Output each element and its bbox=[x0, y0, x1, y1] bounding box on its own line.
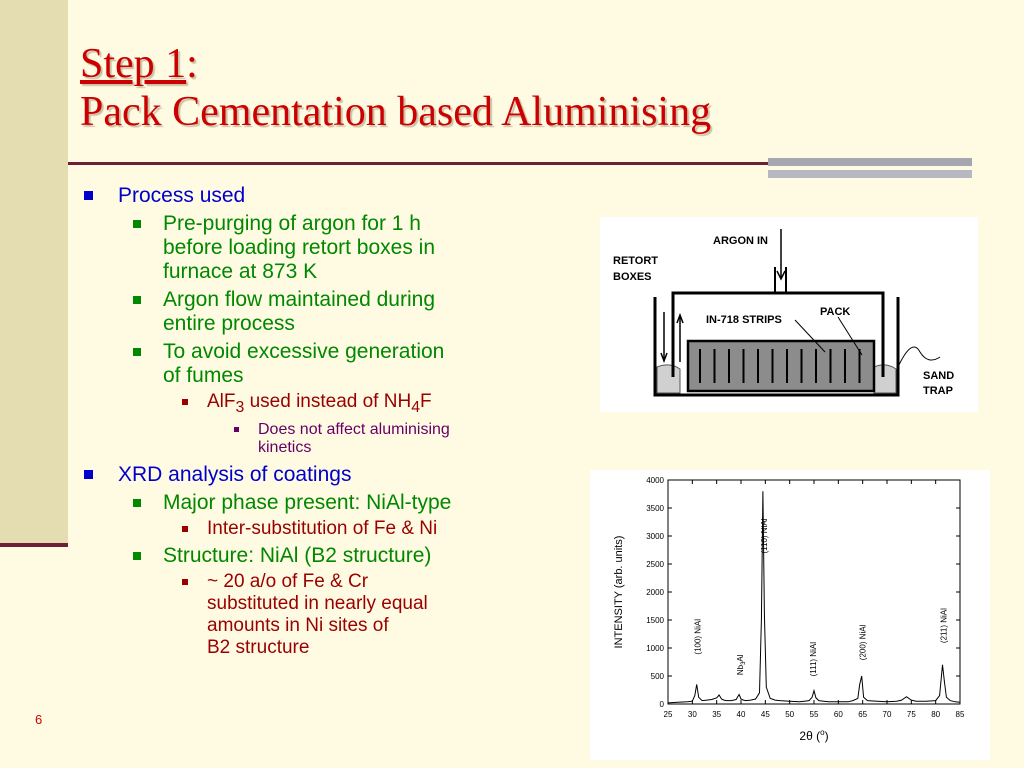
x-tick-label: 25 bbox=[664, 710, 673, 719]
square-bullet-icon bbox=[182, 578, 188, 585]
x-tick-label: 35 bbox=[712, 710, 721, 719]
x-tick-label: 45 bbox=[761, 710, 770, 719]
xrd-chart: INTENSITY (arb. units) 2θ (o) 0 500 1000 15… bbox=[590, 470, 990, 760]
x-tick-label: 75 bbox=[907, 710, 916, 719]
x-tick-label: 85 bbox=[956, 710, 965, 719]
bullet-fe-cr: ~ 20 a/o of Fe & Cr substituted in nearl… bbox=[80, 571, 525, 659]
sidebar-rule bbox=[0, 543, 68, 547]
x-tick-label: 40 bbox=[737, 710, 746, 719]
retort-diagram-svg: ARGON IN RETORT BOXES IN-718 STRIPS PACK… bbox=[613, 229, 954, 397]
retort-diagram: ARGON IN RETORT BOXES IN-718 STRIPS PACK… bbox=[600, 217, 978, 412]
outer-retort bbox=[653, 297, 900, 397]
bullet-list: Process used Pre-purging of argon for 1 … bbox=[80, 180, 525, 659]
label-boxes: BOXES bbox=[613, 271, 652, 283]
x-tick-label: 30 bbox=[688, 710, 697, 719]
peak-label: (100) NiAl bbox=[694, 619, 703, 655]
label-pack: PACK bbox=[820, 306, 850, 318]
peak-label: (211) NiAl bbox=[939, 608, 948, 643]
peak-label: (110) NiAl bbox=[760, 518, 769, 553]
y-tick-label: 3000 bbox=[646, 532, 664, 541]
y-tick-label: 1500 bbox=[646, 616, 664, 625]
y-axis-label: INTENSITY (arb. units) bbox=[613, 536, 625, 649]
label-retort: RETORT bbox=[613, 255, 658, 267]
square-bullet-icon bbox=[182, 399, 188, 405]
sand-left bbox=[656, 364, 681, 394]
title-colon: : bbox=[186, 41, 198, 87]
square-bullet-icon bbox=[133, 551, 141, 560]
square-bullet-icon bbox=[234, 426, 239, 432]
bullet-alf3: AlF3 used instead of NH4F bbox=[80, 391, 525, 419]
bullet-structure: Structure: NiAl (B2 structure) bbox=[80, 544, 525, 568]
y-tick-label: 1000 bbox=[646, 644, 664, 653]
bullet-process-used: Process used bbox=[80, 184, 525, 208]
square-bullet-icon bbox=[133, 348, 141, 356]
sand-trap-line bbox=[897, 346, 941, 368]
y-tick-label: 2000 bbox=[646, 588, 664, 597]
x-axis-label: 2θ (o) bbox=[799, 728, 828, 743]
xrd-chart-svg: INTENSITY (arb. units) 2θ (o) 0 500 1000 15… bbox=[590, 470, 990, 760]
label-argon-in: ARGON IN bbox=[713, 235, 768, 247]
x-tick-label: 65 bbox=[858, 710, 867, 719]
peak-label: (200) NiAl bbox=[859, 624, 868, 660]
square-bullet-icon bbox=[133, 296, 141, 304]
label-trap: TRAP bbox=[923, 385, 953, 397]
sidebar-panel bbox=[0, 0, 68, 545]
y-tick-label: 500 bbox=[651, 672, 665, 681]
title-accent-bar bbox=[768, 158, 972, 166]
x-tick-label: 60 bbox=[834, 710, 843, 719]
y-tick-label: 2500 bbox=[646, 560, 664, 569]
y-tick-label: 0 bbox=[660, 700, 665, 709]
x-tick-label: 50 bbox=[785, 710, 794, 719]
bullet-avoid-fumes: To avoid excessive generation of fumes bbox=[80, 340, 525, 388]
inner-box bbox=[671, 291, 885, 377]
square-bullet-icon bbox=[84, 469, 93, 479]
square-bullet-icon bbox=[133, 498, 141, 507]
x-tick-label: 70 bbox=[883, 710, 892, 719]
y-tick-label: 4000 bbox=[646, 476, 664, 485]
bullet-argon-flow: Argon flow maintained during entire proc… bbox=[80, 288, 525, 336]
y-tick-label: 3500 bbox=[646, 504, 664, 513]
square-bullet-icon bbox=[182, 525, 188, 532]
in718-strips bbox=[699, 349, 861, 383]
bullet-major-phase: Major phase present: NiAl-type bbox=[80, 491, 525, 515]
title-accent-bar-lower bbox=[768, 170, 972, 178]
title-rule bbox=[68, 162, 768, 165]
label-sand: SAND bbox=[923, 370, 954, 382]
bullet-pre-purging: Pre-purging of argon for 1 h before load… bbox=[80, 212, 525, 284]
sand-right bbox=[873, 364, 897, 394]
peak-label: (111) NiAl bbox=[809, 642, 818, 677]
bullet-xrd: XRD analysis of coatings bbox=[80, 463, 525, 487]
title-subtitle: Pack Cementation based Aluminising bbox=[80, 89, 712, 135]
slide-number: 6 bbox=[35, 712, 43, 727]
bullet-kinetics: Does not affect aluminising kinetics bbox=[80, 421, 525, 457]
x-tick-label: 55 bbox=[810, 710, 819, 719]
pack-container bbox=[686, 339, 876, 393]
slide-title: Step 1: Pack Cementation based Aluminisi… bbox=[80, 40, 711, 136]
bullet-inter-substitution: Inter-substitution of Fe & Ni bbox=[80, 518, 525, 540]
xrd-series-line bbox=[667, 491, 961, 704]
label-in718-strips: IN-718 STRIPS bbox=[706, 314, 782, 326]
x-tick-label: 80 bbox=[931, 710, 940, 719]
square-bullet-icon bbox=[133, 220, 141, 228]
title-step: Step 1 bbox=[80, 41, 187, 87]
square-bullet-icon bbox=[84, 191, 93, 200]
peak-label: Nb3Al bbox=[736, 654, 747, 675]
